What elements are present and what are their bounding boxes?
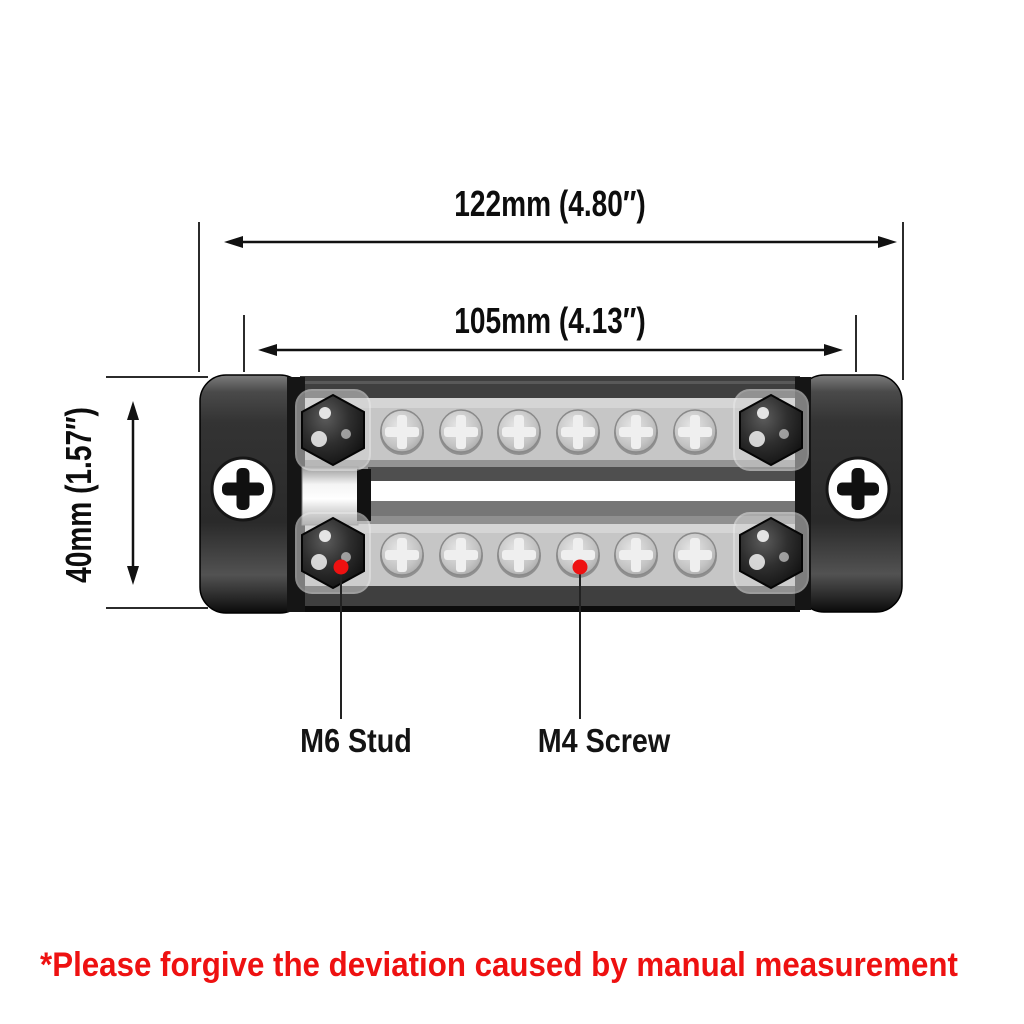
bottom-rail-cover-edge: [300, 516, 802, 524]
callout-m4-screw: [572, 559, 588, 719]
red-marker-dot: [333, 559, 349, 575]
m4-screw-icon: [555, 409, 601, 456]
m6-stud-icon: [295, 389, 371, 471]
arrowhead-up: [127, 401, 139, 420]
dimension-total-width: [198, 222, 904, 380]
m4-screw-icon: [672, 409, 718, 456]
dimension-label-total-width: 122mm (4.80′′): [454, 183, 646, 224]
m4-screw-icon: [379, 532, 425, 579]
bus-bar-illustration: [199, 374, 903, 614]
middle-bar-gray: [368, 501, 800, 517]
m4-screw-icon: [496, 532, 542, 579]
dimension-stud-spacing: [243, 315, 857, 372]
mounting-screw-icon: [210, 456, 276, 522]
m4-screw-icon: [672, 532, 718, 579]
m4-screw-icon: [613, 409, 659, 456]
mounting-screw-icon: [825, 456, 891, 522]
top-rail-highlight: [302, 381, 798, 384]
dimension-height: [106, 376, 208, 609]
disclaimer-text: *Please forgive the deviation caused by …: [40, 946, 958, 984]
top-rail-cover-highlight: [300, 398, 802, 408]
arrowhead-right: [824, 344, 843, 356]
bottom-rail-bottom-line: [300, 606, 800, 612]
arrowhead-left: [224, 236, 243, 248]
arrowhead-right: [878, 236, 897, 248]
top-rail-edge: [300, 376, 800, 398]
middle-bar-white: [368, 481, 800, 501]
dimension-label-height: 40mm (1.57′′): [58, 407, 99, 583]
top-rail-cover-shadow: [300, 460, 802, 469]
callout-label-m6-stud: M6 Stud: [300, 722, 412, 759]
bottom-rail-cover: [300, 524, 802, 586]
m4-screw-icon: [379, 409, 425, 456]
red-marker-dot: [572, 559, 588, 575]
dimension-label-stud-spacing: 105mm (4.13′′): [454, 300, 646, 341]
m4-screw-icon: [613, 532, 659, 579]
spacer-wall: [357, 469, 371, 521]
arrowhead-left: [258, 344, 277, 356]
callout-label-m4-screw: M4 Screw: [537, 722, 671, 759]
m6-stud-icon: [733, 389, 809, 471]
m4-screw-icon: [438, 532, 484, 579]
m6-stud-icon: [733, 512, 809, 594]
m4-screw-icon: [496, 409, 542, 456]
m6-stud-icon: [295, 512, 371, 594]
callout-m6-stud: [333, 559, 349, 719]
arrowhead-down: [127, 566, 139, 585]
bottom-rail-cover-highlight: [300, 524, 802, 533]
middle-bar-dark: [368, 467, 800, 481]
m4-screw-icon: [438, 409, 484, 456]
